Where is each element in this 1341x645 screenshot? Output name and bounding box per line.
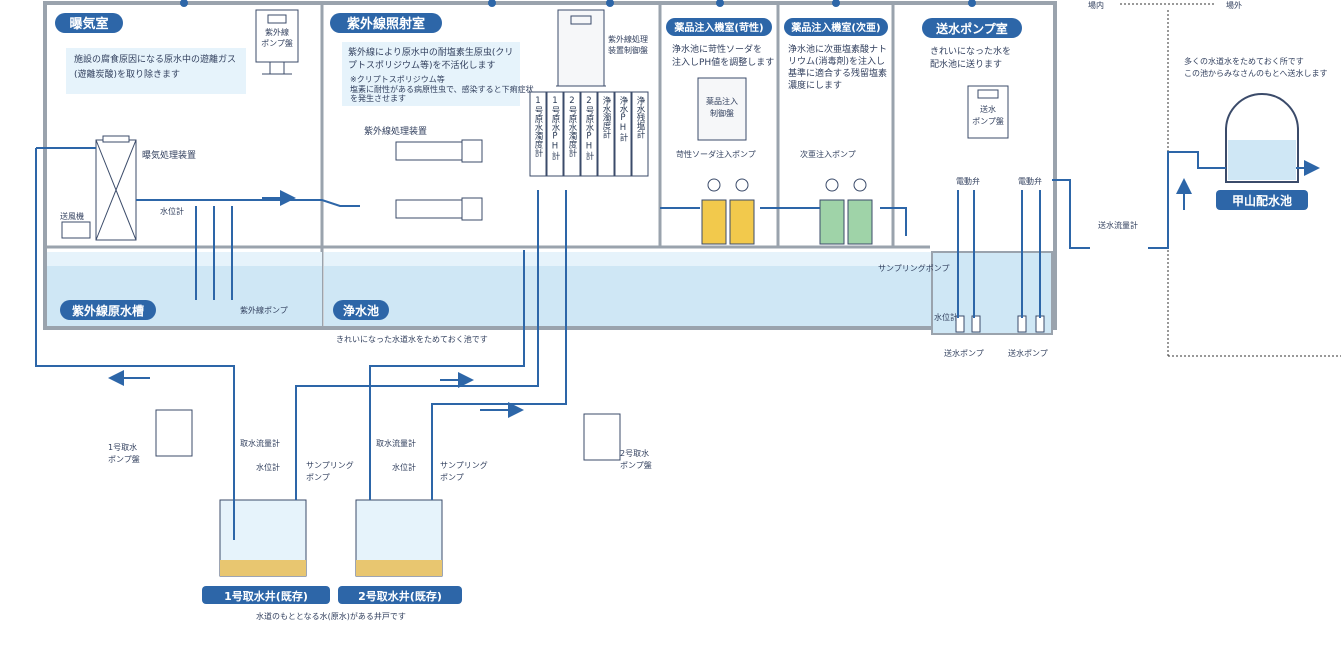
motor-valve-label-2: 電動弁 xyxy=(1018,176,1042,186)
well2-level-label: 水位計 xyxy=(392,462,416,472)
meter-label: 2号原水PH計 xyxy=(584,96,594,161)
pump-room: 送水ポンプ室 きれいになった水を 配水池に送ります 送水 ポンプ盤 電動弁 電動… xyxy=(922,18,1042,186)
aeration-device-label: 曝気処理装置 xyxy=(142,149,196,161)
uv-pump-panel-label-2: ポンプ盤 xyxy=(261,38,293,48)
uv-note-3: を発生させます xyxy=(350,93,406,103)
aeration-title: 曝気室 xyxy=(69,16,108,32)
chem2-desc-4: 濃度にします xyxy=(788,79,842,91)
well1-level-label: 水位計 xyxy=(256,462,280,472)
chem1-desc-2: 注入しPH値を調整します xyxy=(672,56,774,68)
caustic-pump-label: 苛性ソーダ注入ポンプ xyxy=(676,149,756,159)
chem2-desc-1: 浄水池に次亜塩素酸ナト xyxy=(788,43,887,55)
well1-sampling-label-1: サンプリング xyxy=(306,460,354,470)
meter-label: 1号原水PH計 xyxy=(550,96,560,161)
hypo-pump-label: 次亜注入ポンプ xyxy=(800,149,856,159)
top-dots xyxy=(180,0,976,7)
wells-desc: 水道のもととなる水(原水)がある井戸です xyxy=(256,611,406,621)
aeration-desc-1: 施設の腐食原因になる原水中の遊離ガス xyxy=(74,53,236,65)
aeration-tower xyxy=(95,135,137,241)
uv-reactor-2 xyxy=(395,197,483,221)
well2-flow-label: 取水流量計 xyxy=(376,438,416,448)
chem-room-caustic: 薬品注入機室(苛性) 浄水池に苛性ソーダを 注入しPH値を調整します 薬品注入 … xyxy=(666,18,774,245)
uv-panel-label-2: 装置制御盤 xyxy=(608,45,648,55)
aeration-level-label: 水位計 xyxy=(160,206,184,216)
outside-area: 送水流量計 多くの水道水をためておく所です この池からみなさんのもとへ送水します… xyxy=(1098,56,1327,230)
uv-device-label: 紫外線処理装置 xyxy=(364,125,427,137)
meter-label: 浄水残塩計 xyxy=(635,95,645,139)
uv-title: 紫外線照射室 xyxy=(347,16,425,32)
meter-label: 浄水濁度計 xyxy=(601,95,611,139)
sampling-label: サンプリングポンプ xyxy=(878,263,950,273)
chem-panel-label-2: 制御盤 xyxy=(710,108,734,118)
outside-desc-1: 多くの水道水をためておく所です xyxy=(1184,56,1304,66)
chem1-title: 薬品注入機室(苛性) xyxy=(673,21,763,34)
site-boundary: 場内 場外 xyxy=(1088,0,1341,357)
hypo-tank-2 xyxy=(847,199,873,245)
uv-panel-label-1: 紫外線処理 xyxy=(608,34,648,44)
meter-label: 1号原水濁度計 xyxy=(533,96,543,158)
hypo-tank-1 xyxy=(819,199,845,245)
pump-pit xyxy=(931,251,1053,335)
pumproom-desc-1: きれいになった水を xyxy=(930,45,1011,57)
pumproom-title: 送水ポンプ室 xyxy=(935,21,1008,36)
blower xyxy=(61,221,91,239)
uv-room: 紫外線照射室 紫外線により原水中の耐塩素生原虫(クリ プトスポリジウム等)を不活… xyxy=(330,9,648,221)
clean-tank-label: 浄水池 xyxy=(343,303,379,318)
uv-reactor-1 xyxy=(395,139,483,163)
well2-panel-label-1: 2号取水 xyxy=(620,448,649,458)
send-panel-label-2: ポンプ盤 xyxy=(972,116,1004,126)
uv-desc-2: プトスポリジウム等)を不活化します xyxy=(348,59,496,71)
well2-sampling-label-1: サンプリング xyxy=(440,460,488,470)
send-pump-label-1: 送水ポンプ xyxy=(944,348,984,358)
outside-label: 場外 xyxy=(1226,0,1242,10)
meter-labels: 1号原水濁度計 1号原水PH計 2号原水濁度計 2号原水PH計浄水濁度計浄水PH計浄水… xyxy=(533,95,645,161)
chem2-desc-3: 基準に適合する残留塩素 xyxy=(788,67,887,79)
caustic-tank-1 xyxy=(701,199,727,245)
outside-desc-2: この池からみなさんのもとへ送水します xyxy=(1184,68,1327,78)
meter-label: 浄水PH計 xyxy=(618,95,628,142)
well2-panel-label-2: ポンプ盤 xyxy=(620,460,652,470)
well2-sampling-label-2: ポンプ xyxy=(440,473,464,482)
uv-desc-1: 紫外線により原水中の耐塩素生原虫(クリ xyxy=(348,46,513,58)
well1-flow-label: 取水流量計 xyxy=(240,438,280,448)
chem2-title: 薬品注入機室(次亜) xyxy=(790,21,880,34)
well2-label: 2号取水井(既存) xyxy=(358,589,442,603)
caustic-tank-2 xyxy=(729,199,755,245)
send-panel-label-1: 送水 xyxy=(980,104,996,114)
well1-panel-label-1: 1号取水 xyxy=(108,442,137,452)
uv-note-2: 塩素に耐性がある病原性虫で、感染すると下痢症状 xyxy=(350,84,534,94)
well1-label: 1号取水井(既存) xyxy=(224,589,308,603)
raw-tank-label: 紫外線原水槽 xyxy=(72,303,144,318)
pit-level-label: 水位計 xyxy=(934,312,958,322)
blower-label: 送風機 xyxy=(60,211,84,221)
send-flow-label: 送水流量計 xyxy=(1098,220,1138,230)
pumproom-desc-2: 配水池に送ります xyxy=(930,58,1002,70)
send-pump-label-2: 送水ポンプ xyxy=(1008,348,1048,358)
well1-panel-label-2: ポンプ盤 xyxy=(108,454,140,464)
inside-label: 場内 xyxy=(1088,0,1104,10)
well1-sampling-label-2: ポンプ xyxy=(306,473,330,482)
chem2-desc-2: リウム(消毒剤)を注入し xyxy=(788,55,885,67)
uv-note-1: ※クリプトスポリジウム等 xyxy=(350,74,445,84)
uv-control-panel xyxy=(556,9,606,87)
uv-pump-panel-label-1: 紫外線 xyxy=(265,27,289,37)
reservoir-label: 甲山配水池 xyxy=(1232,193,1292,208)
aeration-room: 曝気室 施設の腐食原因になる原水中の遊離ガス (遊離炭酸)を取り除きます 紫外線… xyxy=(55,9,299,241)
clean-tank-desc: きれいになった水道水をためておく池です xyxy=(336,334,488,344)
meter-row xyxy=(529,91,649,177)
tank-labels: 紫外線原水槽 紫外線ポンプ 浄水池 きれいになった水道水をためておく池です サン… xyxy=(60,263,1048,358)
uv-pump-panel: 紫外線 ポンプ盤 xyxy=(255,9,299,75)
chem-panel-label-1: 薬品注入 xyxy=(706,96,738,106)
aeration-desc-2: (遊離炭酸)を取り除きます xyxy=(74,68,180,80)
raw-pump-label: 紫外線ポンプ xyxy=(240,305,288,315)
meter-label: 2号原水濁度計 xyxy=(567,96,577,158)
chem1-desc-1: 浄水池に苛性ソーダを xyxy=(672,43,762,55)
wells: 1号取水井(既存) 2号取水井(既存) 水道のもととなる水(原水)がある井戸です… xyxy=(108,409,652,621)
chem-room-hypo: 薬品注入機室(次亜) 浄水池に次亜塩素酸ナト リウム(消毒剤)を注入し 基準に適… xyxy=(784,18,888,245)
pipes xyxy=(35,147,1320,540)
motor-valve-label-1: 電動弁 xyxy=(956,176,980,186)
